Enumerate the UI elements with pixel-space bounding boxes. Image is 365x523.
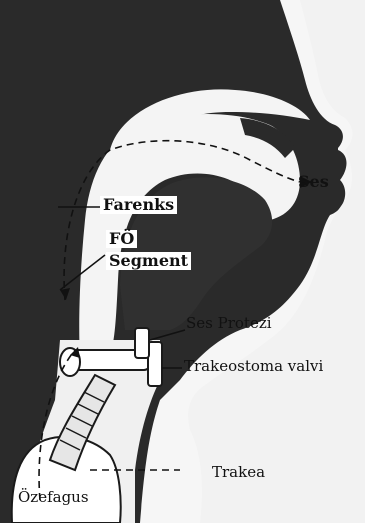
label-segment: Segment <box>106 252 191 270</box>
label-trakeostoma-valvi: Trakeostoma valvi <box>184 359 323 374</box>
label-ses-protezi: Ses Protezi <box>186 316 272 331</box>
tracheostoma-valve-shape <box>148 342 162 386</box>
label-fo: FÖ <box>106 230 137 248</box>
label-trakea: Trakea <box>212 465 265 480</box>
label-ozefagus: Özefagus <box>18 490 89 505</box>
voice-prosthesis-shape <box>135 328 149 358</box>
label-farenks: Farenks <box>100 196 177 214</box>
label-ses: Ses <box>298 174 329 190</box>
